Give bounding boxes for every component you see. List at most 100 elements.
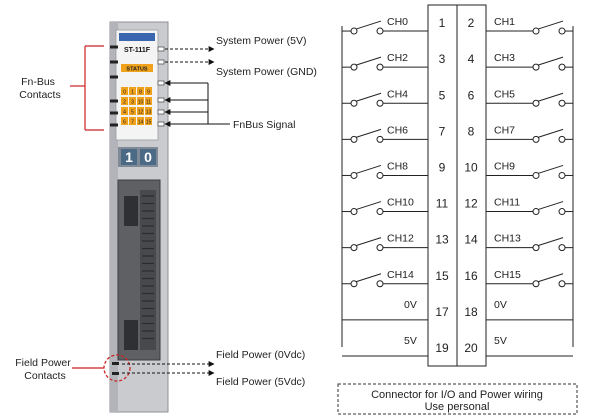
led-cell [121,107,128,115]
pin-number: 1 [439,16,446,30]
pin-number: 20 [464,341,478,355]
module-model-label: ST-111F [124,47,151,54]
channel-label: CH10 [387,197,414,209]
power-label: 0V [494,299,507,311]
channel-label: CH6 [387,124,408,136]
field-contact-lower [112,372,119,375]
fnbus-contacts [110,45,165,127]
switch-contact [532,280,540,288]
switch-blade [355,201,382,211]
switch-contact [376,208,384,216]
pin-number: 15 [435,269,449,283]
switch-blade [355,92,382,102]
pin-number: 11 [436,197,449,211]
pin-number: 5 [439,88,446,102]
switch-contact [558,171,566,179]
switch-blade [537,201,564,211]
led-cell [137,117,144,125]
led-label: 4 [123,110,126,116]
switch-blade [537,237,564,247]
fnbus-contact [110,45,118,49]
switch-contact [376,280,384,288]
led-cell [145,97,152,105]
led-label: 5 [131,110,134,116]
digit-cell-1 [121,149,137,165]
switch-blade [355,20,382,30]
channel-label: CH4 [387,88,408,100]
channel-label: CH0 [387,16,408,28]
led-cell [121,97,128,105]
pin-number: 3 [439,52,446,66]
led-cell [129,97,136,105]
pin-number: 12 [464,197,478,211]
pin-number: 6 [468,88,475,102]
channel-label: CH7 [494,124,515,136]
switch-contact [350,280,358,288]
fnbus-contact-pad [157,59,165,65]
switch-contact [350,244,358,252]
switch-blade [537,128,564,138]
pin-number: 16 [464,269,478,283]
fnbus-contact-pad [157,97,165,103]
status-badge [121,64,153,72]
switch-blade [537,164,564,174]
channel-switches: CH0CH2CH4CH6CH8CH10CH12CH14CH1CH3CH5CH7C… [342,16,573,357]
switch-blade [355,128,382,138]
switch-contact [532,208,540,216]
switch-contact [558,280,566,288]
fnbus-contact [110,75,118,79]
led-label: 11 [146,100,151,106]
caption-box [337,383,578,415]
switch-contact [558,63,566,71]
switch-contact [558,99,566,107]
switch-contact [558,244,566,252]
field-label-line1: Field Power [15,357,71,369]
switch-contact [558,135,566,143]
channel-label: CH12 [387,233,414,245]
switch-contact [376,171,384,179]
field-contact-upper [112,362,119,365]
fnbus-contact [110,99,118,103]
pin-number: 8 [468,124,475,138]
led-label: 10 [138,100,144,106]
caption-line2: Use personal [425,401,490,413]
switch-blade [537,20,564,30]
switch-contact [376,135,384,143]
led-label: 8 [139,90,142,96]
pin-number: 18 [464,305,478,319]
connector-latch-bottom [124,320,138,350]
channel-label: CH9 [494,160,515,172]
digit-cell-2 [140,149,156,165]
fnbus-contact-pad [157,46,165,52]
module-blue-band [119,33,155,41]
channel-label: CH14 [387,269,414,281]
digit-1: 1 [125,149,133,165]
switch-contact [558,27,566,35]
switch-contact [532,63,540,71]
led-cell [121,87,128,95]
channel-label: CH2 [387,52,408,64]
switch-contact [350,171,358,179]
pin-number: 17 [435,305,449,319]
switch-blade [537,56,564,66]
switch-blade [537,273,564,283]
power-label: 5V [494,335,507,347]
pin-number: 9 [439,160,446,174]
switch-contact [532,99,540,107]
field-0v-label: Field Power (0Vdc) [216,349,305,361]
fnbus-signal-label: FnBus Signal [233,119,295,131]
channel-label: CH11 [494,197,520,209]
switch-contact [532,244,540,252]
pin-number: 10 [464,160,478,174]
led-label: 3 [131,100,134,106]
sys-5v-label: System Power (5V) [216,35,306,47]
fnbus-bracket [70,45,104,131]
signal-arrows [122,46,230,376]
led-label: 14 [138,120,144,126]
power-label: 5V [404,335,417,347]
switch-contact [376,244,384,252]
led-label: 2 [123,100,126,106]
channel-label: CH8 [387,160,408,172]
